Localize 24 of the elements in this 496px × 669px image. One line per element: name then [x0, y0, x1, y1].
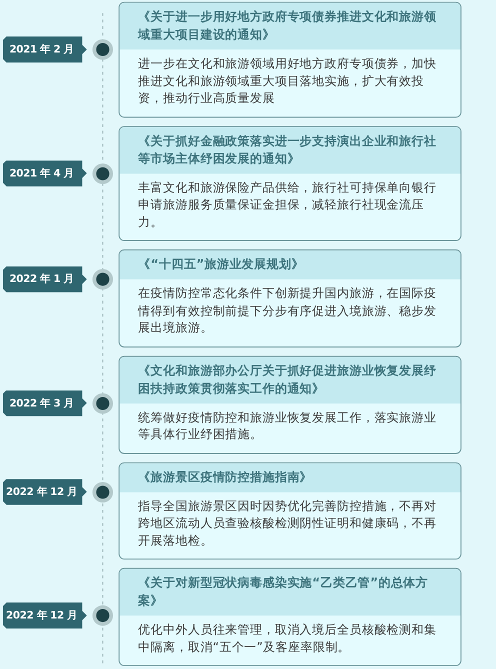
- policy-description: 统筹做好疫情防控和旅游业恢复发展工作，落实旅游业等具体行业纾困措施。: [137, 410, 438, 444]
- policy-description: 优化中外人员往来管理，取消入境后全员核酸检测和集中隔离，取消“五个一”及客座率限制。: [137, 622, 438, 656]
- date-badge: 2022 年 12 月: [2, 602, 87, 629]
- policy-title: 《文化和旅游部办公厅关于抓好促进旅游业恢复发展纾困扶持政策贯彻落实工作的通知》: [120, 356, 460, 404]
- date-badge: 2022 年 12 月: [2, 478, 87, 505]
- date-badge: 2022 年 1 月: [2, 266, 87, 292]
- policy-card: [118, 355, 462, 454]
- policy-title: 《“十四五”旅游业发展规划》: [120, 250, 460, 280]
- policy-title: 《关于对新型冠状病毒感染实施“乙类乙管”的总体方案》: [120, 568, 460, 616]
- policy-title: 《关于进一步用好地方政府专项债券推进文化和旅游领域重大项目建设的通知》: [120, 2, 460, 50]
- policy-description: 丰富文化和旅游保险产品供给，旅行社可持保单向银行申请旅游服务质量保证金担保，减轻旅行社现金流压力。: [137, 180, 438, 232]
- policy-card: [118, 249, 462, 347]
- policy-title: 《旅游景区疫情防控措施指南》: [120, 462, 460, 492]
- policy-description: 指导全国旅游景区因时因势优化完善防控措施，不再对跨地区流动人员查验核酸检测阴性证明和健康码，不再开展落地检。: [137, 498, 438, 550]
- policy-card: [118, 568, 462, 666]
- policy-title: 《关于抓好金融政策落实进一步支持演出企业和旅行社等市场主体纾困发展的通知》: [120, 126, 460, 174]
- date-badge: 2021 年 2 月: [2, 36, 87, 63]
- policy-description: 进一步在文化和旅游领域用好地方政府专项债券，加快推进文化和旅游领域重大项目落地实施，扩大有效投资，推动行业高质量发展: [137, 56, 438, 108]
- policy-card: [118, 2, 462, 118]
- policy-description: 在疫情防控常态化条件下创新提升国内旅游，在国际疫情得到有效控制前提下分步有序促进入境旅游、稳步发展出境旅游。: [136, 286, 438, 338]
- date-badge: 2021 年 4 月: [2, 160, 87, 186]
- date-badge: 2022 年 3 月: [2, 390, 87, 416]
- policy-card: [118, 462, 462, 560]
- policy-card: [118, 126, 462, 241]
